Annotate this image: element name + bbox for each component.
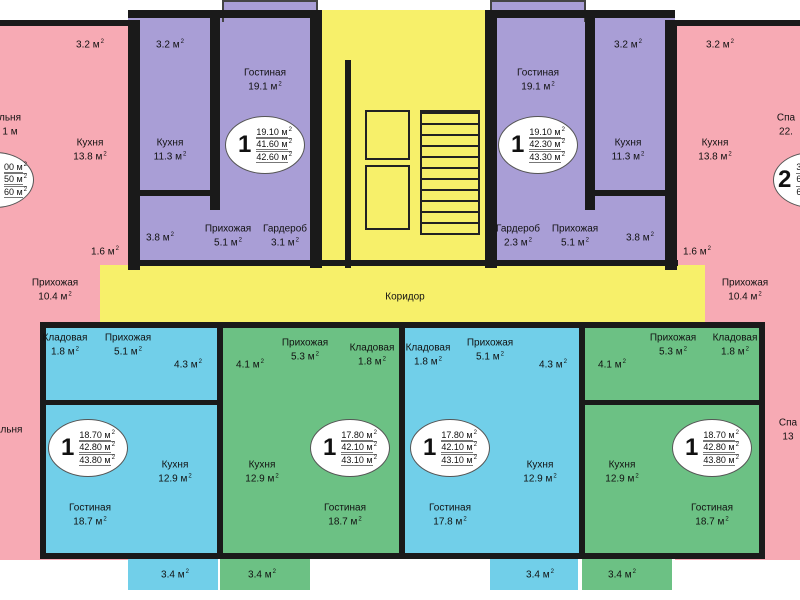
wall [399,322,405,559]
wall [485,10,497,268]
room-balcony: 3.2 м2 [614,39,642,51]
room-bathroom: 3.8 м2 [146,232,174,244]
wall [40,322,46,559]
wall [665,20,677,270]
wall [590,190,670,196]
balcony-b1-zone [128,555,218,590]
wall [0,20,128,26]
room-balcony: 3.4 м2 [248,569,276,581]
corridor-label: Коридор [385,291,425,303]
wall [210,10,220,210]
wall [490,10,675,18]
room-bathroom: 4.3 м2 [174,359,202,371]
balcony-b3-zone [490,555,578,590]
wall [759,322,765,559]
wall [579,322,585,559]
room-balcony: 3.2 м2 [156,39,184,51]
room-bedroom-partial: пальня [0,424,23,436]
room-balcony: 3.2 м2 [706,39,734,51]
room-balcony: 3.4 м2 [526,569,554,581]
room-bathroom: 4.3 м2 [539,359,567,371]
elevator-shaft-1 [365,110,410,160]
room-bathroom: 1.6 м2 [91,246,119,258]
wall [217,322,223,559]
wall [128,260,678,266]
wall [580,400,760,405]
wall [128,10,318,18]
wall [130,190,210,196]
corridor-zone [100,265,705,327]
room-balcony: 3.4 м2 [608,569,636,581]
elevator-shaft-2 [365,165,410,230]
room-bathroom: 4.1 м2 [598,359,626,371]
wall [585,10,595,210]
wall [310,10,322,268]
balcony-b4-zone [582,555,672,590]
balcony-b2-zone [220,555,310,590]
room-balcony: 3.2 м2 [76,39,104,51]
room-balcony: 3.4 м2 [161,569,189,581]
wall [677,20,800,26]
room-bathroom: 3.8 м2 [626,232,654,244]
room-bathroom: 1.6 м2 [683,246,711,258]
stair-flight [420,110,480,235]
room-bathroom: 4.1 м2 [236,359,264,371]
wall [40,400,220,405]
wall [128,20,140,270]
wall [345,60,351,268]
